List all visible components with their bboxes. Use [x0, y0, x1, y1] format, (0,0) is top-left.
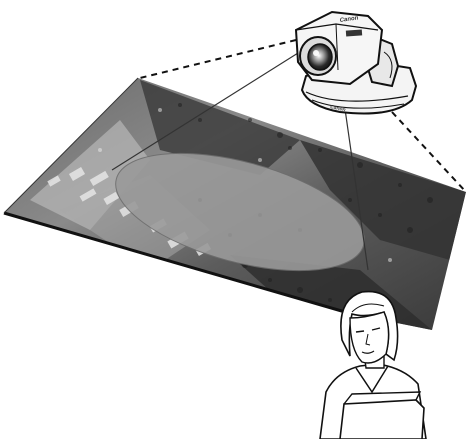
desk-monitor [340, 400, 424, 439]
camera-status-panel [346, 29, 362, 36]
camera-lens [308, 44, 332, 70]
person-face [350, 312, 389, 363]
ptz-camera: Canon Canon [296, 12, 416, 114]
coverage-line-left [140, 40, 296, 78]
